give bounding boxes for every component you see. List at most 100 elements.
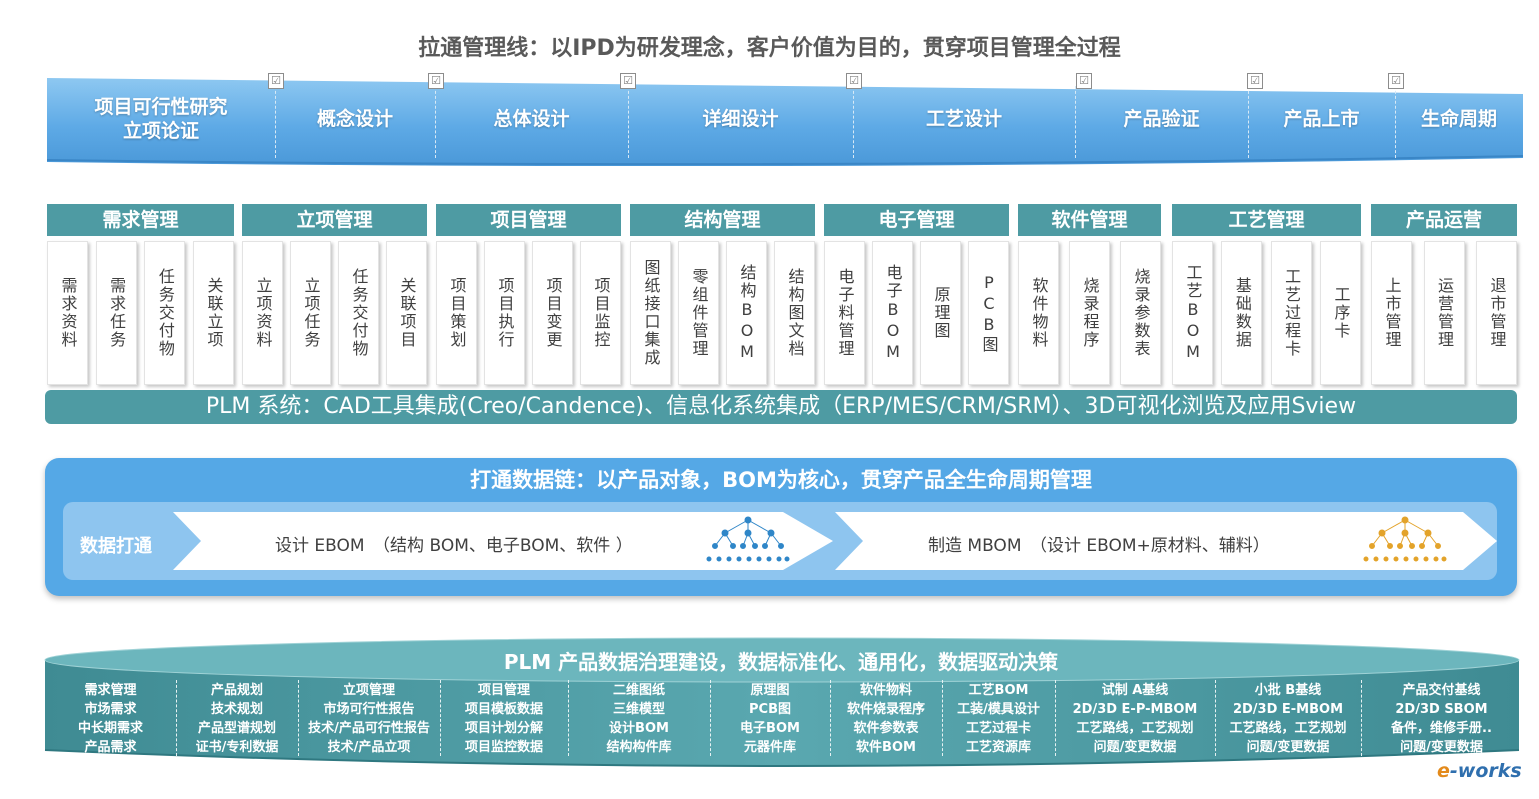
phase-divider	[628, 86, 629, 158]
module-item: 关联项目	[386, 241, 427, 385]
governance-item: 小批 B基线	[1254, 683, 1322, 698]
governance-item: 问题/变更数据	[1093, 740, 1177, 755]
module-item-label: 烧录参数表	[1131, 268, 1151, 358]
governance-column: 立项管理市场可行性报告技术/产品可行性报告技术/产品立项	[298, 676, 440, 762]
governance-item: 三维模型	[612, 702, 665, 717]
checkbox-icon: ☑	[846, 73, 862, 89]
governance-divider	[830, 680, 831, 756]
logo-rest: -works	[1449, 760, 1522, 782]
module-item: 项目执行	[484, 241, 525, 385]
phase-label: 概念设计	[316, 108, 393, 130]
governance-item: PCB图	[749, 702, 791, 717]
phase-divider	[435, 86, 436, 158]
governance-item: 元器件库	[743, 740, 796, 755]
governance-item: 工艺路线，工艺规划	[1076, 721, 1194, 736]
eworks-logo: e-works	[1437, 760, 1522, 782]
module-item: 图纸接口集成	[630, 241, 671, 385]
module-items: 需求资料需求任务任务交付物关联立项	[47, 241, 234, 385]
module: 软件管理软件物料烧录程序烧录参数表	[1018, 204, 1161, 385]
module-item-label: 基础数据	[1232, 277, 1252, 349]
phase-label: 产品上市	[1283, 108, 1360, 130]
governance-divider	[176, 680, 177, 756]
phase-label: 详细设计	[702, 108, 779, 130]
governance-item: 二维图纸	[612, 683, 665, 698]
governance-item: 备件，维修手册..	[1391, 721, 1492, 736]
module: 项目管理项目策划项目执行项目变更项目监控	[436, 204, 621, 385]
governance-column: 软件物料软件烧录程序软件参数表软件BOM	[830, 676, 942, 762]
module-item: 结构BOM	[726, 241, 767, 385]
module-item-label: 图纸接口集成	[641, 259, 661, 367]
governance-item: 2D/3D SBOM	[1395, 702, 1488, 717]
governance-divider	[298, 680, 299, 756]
governance-item: 立项管理	[342, 683, 395, 698]
governance-item: 产品交付基线	[1402, 683, 1481, 698]
module-item-label: 项目变更	[543, 277, 563, 349]
governance-divider	[1055, 680, 1056, 756]
module-item: 任务交付物	[338, 241, 379, 385]
governance-item: 证书/专利数据	[195, 740, 279, 755]
governance-item: 工装/模具设计	[957, 702, 1040, 717]
module-item: 立项任务	[290, 241, 331, 385]
module-item: 原理图	[920, 241, 961, 385]
governance-item: 产品型谱规划	[197, 721, 276, 736]
governance-item: 原理图	[750, 683, 790, 698]
phase-label: 总体设计	[493, 108, 570, 130]
module-item: 项目变更	[532, 241, 573, 385]
module-item-label: 关联项目	[397, 277, 417, 349]
governance-divider	[1215, 680, 1216, 756]
module-items: 软件物料 烧录程序 烧录参数表	[1018, 241, 1161, 385]
module-items: 立项资料立项任务任务交付物关联项目	[242, 241, 427, 385]
ebom-text: 设计 EBOM （结构 BOM、电子BOM、软件 ）	[275, 536, 633, 556]
governance-item: 需求管理	[84, 683, 137, 698]
phase-label: 工艺设计	[925, 108, 1002, 130]
governance-item: 中长期需求	[77, 721, 143, 736]
module-item-label: 立项任务	[301, 277, 321, 349]
governance-item: 试制 A基线	[1101, 683, 1169, 698]
module-item: 运营管理	[1423, 241, 1465, 385]
module-item: 工艺过程卡	[1270, 241, 1312, 385]
module-item: 需求任务	[95, 241, 137, 385]
module-item-label: 运营管理	[1435, 277, 1454, 349]
module-item: 任务交付物	[144, 241, 186, 385]
checkbox-icon: ☑	[1076, 73, 1092, 89]
governance-item: 工艺路线，工艺规划	[1229, 721, 1347, 736]
phase-divider	[1075, 86, 1076, 158]
module: 立项管理立项资料立项任务任务交付物关联项目	[242, 204, 427, 385]
governance-divider	[440, 680, 441, 756]
module-item: 软件物料	[1018, 241, 1059, 385]
mbom-text: 制造 MBOM （设计 EBOM+原材料、辅料）	[928, 536, 1270, 556]
governance-item: 2D/3D E-MBOM	[1232, 702, 1344, 717]
module-item: 关联立项	[192, 241, 234, 385]
module-item: 零组件管理	[678, 241, 719, 385]
phase-divider	[853, 86, 854, 158]
module-item-label: 任务交付物	[349, 268, 369, 358]
module-item-label: 关联立项	[204, 277, 224, 349]
module-item: 电子BOM	[872, 241, 913, 385]
plm-system-bar: PLM 系统：CAD工具集成(Creo/Candence)、信息化系统集成（ER…	[45, 390, 1517, 424]
module: 产品运营上市管理运营管理退市管理	[1371, 204, 1517, 385]
module-title: 立项管理	[242, 204, 427, 236]
logo-e: e	[1437, 760, 1450, 782]
module-item: 项目监控	[580, 241, 621, 385]
module-item-label: 结构BOM	[737, 263, 757, 363]
module-item-label: 工艺BOM	[1183, 263, 1203, 363]
governance-column: 产品规划技术规划产品型谱规划证书/专利数据	[176, 676, 298, 762]
checkbox-icon: ☑	[1388, 73, 1404, 89]
module-item-label: 电子BOM	[883, 263, 903, 363]
phase-label: 产品验证	[1123, 108, 1200, 130]
governance-item: 工艺过程卡	[965, 721, 1031, 736]
governance-item: 项目模板数据	[464, 702, 543, 717]
module-item-label: 退市管理	[1487, 277, 1507, 349]
module-item-label: 烧录程序	[1080, 277, 1100, 349]
checkbox-icon: ☑	[268, 73, 284, 89]
governance-title: PLM 产品数据治理建设，数据标准化、通用化，数据驱动决策	[503, 650, 1059, 674]
module-item-label: 工艺过程卡	[1282, 268, 1302, 358]
governance-column: 项目管理项目模板数据项目计划分解项目监控数据	[440, 676, 568, 762]
module-title: 项目管理	[436, 204, 621, 236]
governance-item: 产品需求	[84, 740, 137, 755]
